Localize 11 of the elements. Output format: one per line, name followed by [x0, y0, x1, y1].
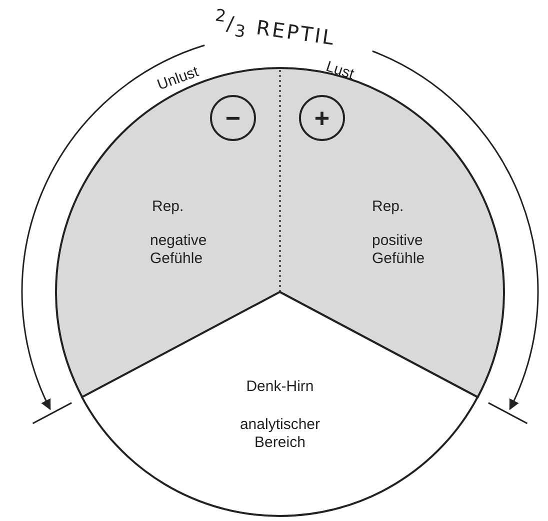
minus-symbol: −	[210, 95, 256, 141]
sector-text: positive Gefühle	[372, 232, 426, 268]
arc-label: Lust	[322, 57, 358, 85]
sector-text: analytischer Bereich	[238, 416, 321, 452]
plus-symbol: +	[299, 95, 345, 141]
sector-text: negative Gefühle	[150, 232, 208, 268]
sector-heading: Rep.	[372, 198, 405, 216]
diagram-heading: $^{2}$/$_{3}$ REPTIL	[213, 4, 338, 52]
arc-label: Unlust	[154, 62, 202, 96]
sector-heading: Rep.	[152, 198, 185, 216]
sector-heading: Denk-Hirn	[245, 378, 315, 396]
